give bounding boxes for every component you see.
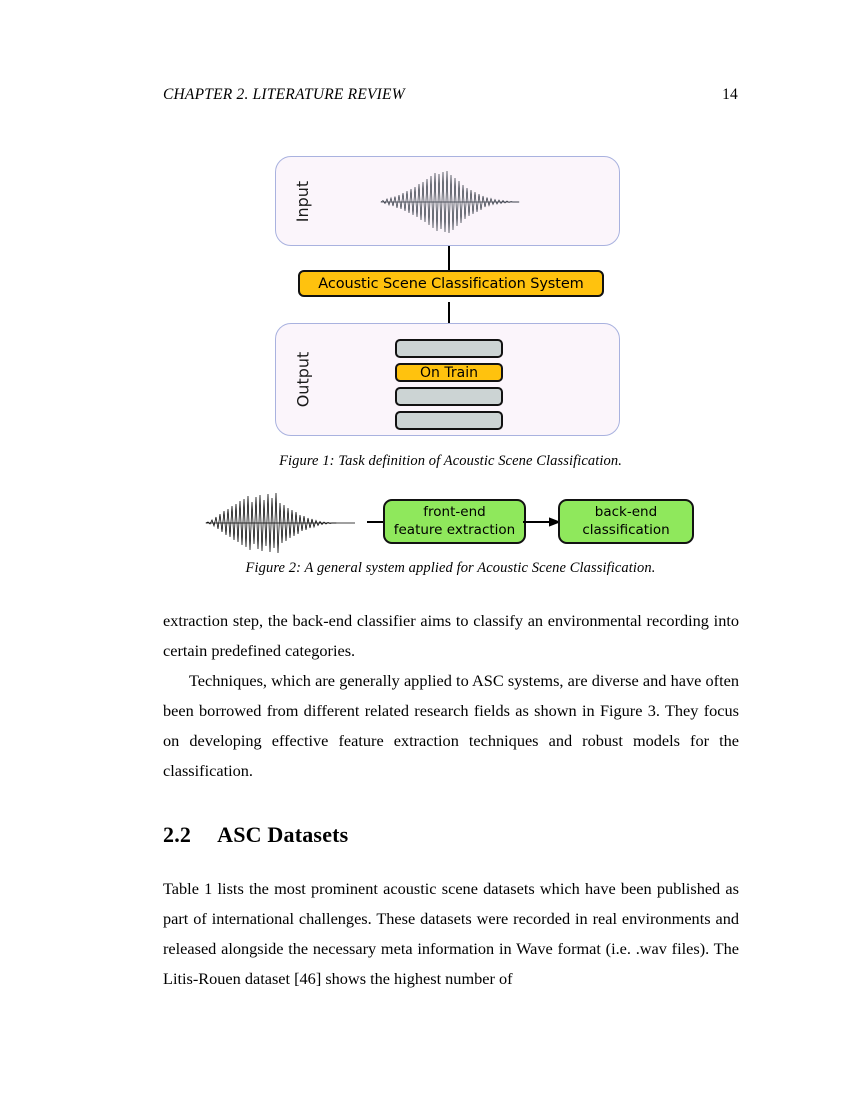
input-panel: Input	[275, 156, 620, 246]
back-end-box: back-end classification	[558, 499, 694, 544]
output-bar	[395, 411, 503, 430]
input-waveform-icon	[380, 169, 520, 235]
figure-2-caption: Figure 2: A general system applied for A…	[245, 560, 656, 576]
back-end-line-1: back-end	[594, 504, 658, 521]
output-panel-label: Output	[286, 324, 320, 435]
output-panel: Output On Train	[275, 323, 620, 436]
asc-system-label: Acoustic Scene Classification System	[318, 275, 584, 292]
output-bar	[395, 339, 503, 358]
body-text-block-1: extraction step, the back-end classifier…	[163, 606, 739, 786]
signal-waveform-icon	[205, 492, 370, 554]
body-text-block-2: Table 1 lists the most prominent acousti…	[163, 874, 739, 994]
input-label-text: Input	[293, 180, 313, 222]
input-panel-label: Input	[286, 157, 320, 245]
page-number: 14	[722, 86, 738, 103]
output-bar	[395, 387, 503, 406]
back-end-line-2: classification	[582, 521, 670, 538]
front-end-box: front-end feature extraction	[383, 499, 526, 544]
paragraph: Table 1 lists the most prominent acousti…	[163, 879, 739, 988]
section-heading: 2.2 ASC Datasets	[163, 822, 348, 848]
output-class-stack: On Train	[395, 339, 503, 430]
front-end-line-2: feature extraction	[393, 521, 516, 538]
running-header: CHAPTER 2. LITERATURE REVIEW 14	[163, 86, 738, 104]
paragraph: extraction step, the back-end classifier…	[163, 611, 739, 660]
section-number: 2.2	[163, 822, 192, 847]
figure-1-diagram: Input Acou	[275, 156, 622, 436]
arrow-frontend-to-backend	[523, 516, 561, 528]
paragraph: Techniques, which are generally applied …	[163, 671, 739, 780]
asc-system-box: Acoustic Scene Classification System	[298, 270, 604, 297]
output-label-text: Output	[293, 351, 313, 408]
chapter-title: CHAPTER 2. LITERATURE REVIEW	[163, 86, 405, 103]
section-title: ASC Datasets	[217, 822, 349, 847]
front-end-line-1: front-end	[423, 504, 486, 521]
figure-2-diagram: front-end feature extraction back-end cl…	[205, 490, 695, 555]
figure-1-caption: Figure 1: Task definition of Acoustic Sc…	[279, 453, 622, 469]
output-bar-on-train: On Train	[395, 363, 503, 382]
